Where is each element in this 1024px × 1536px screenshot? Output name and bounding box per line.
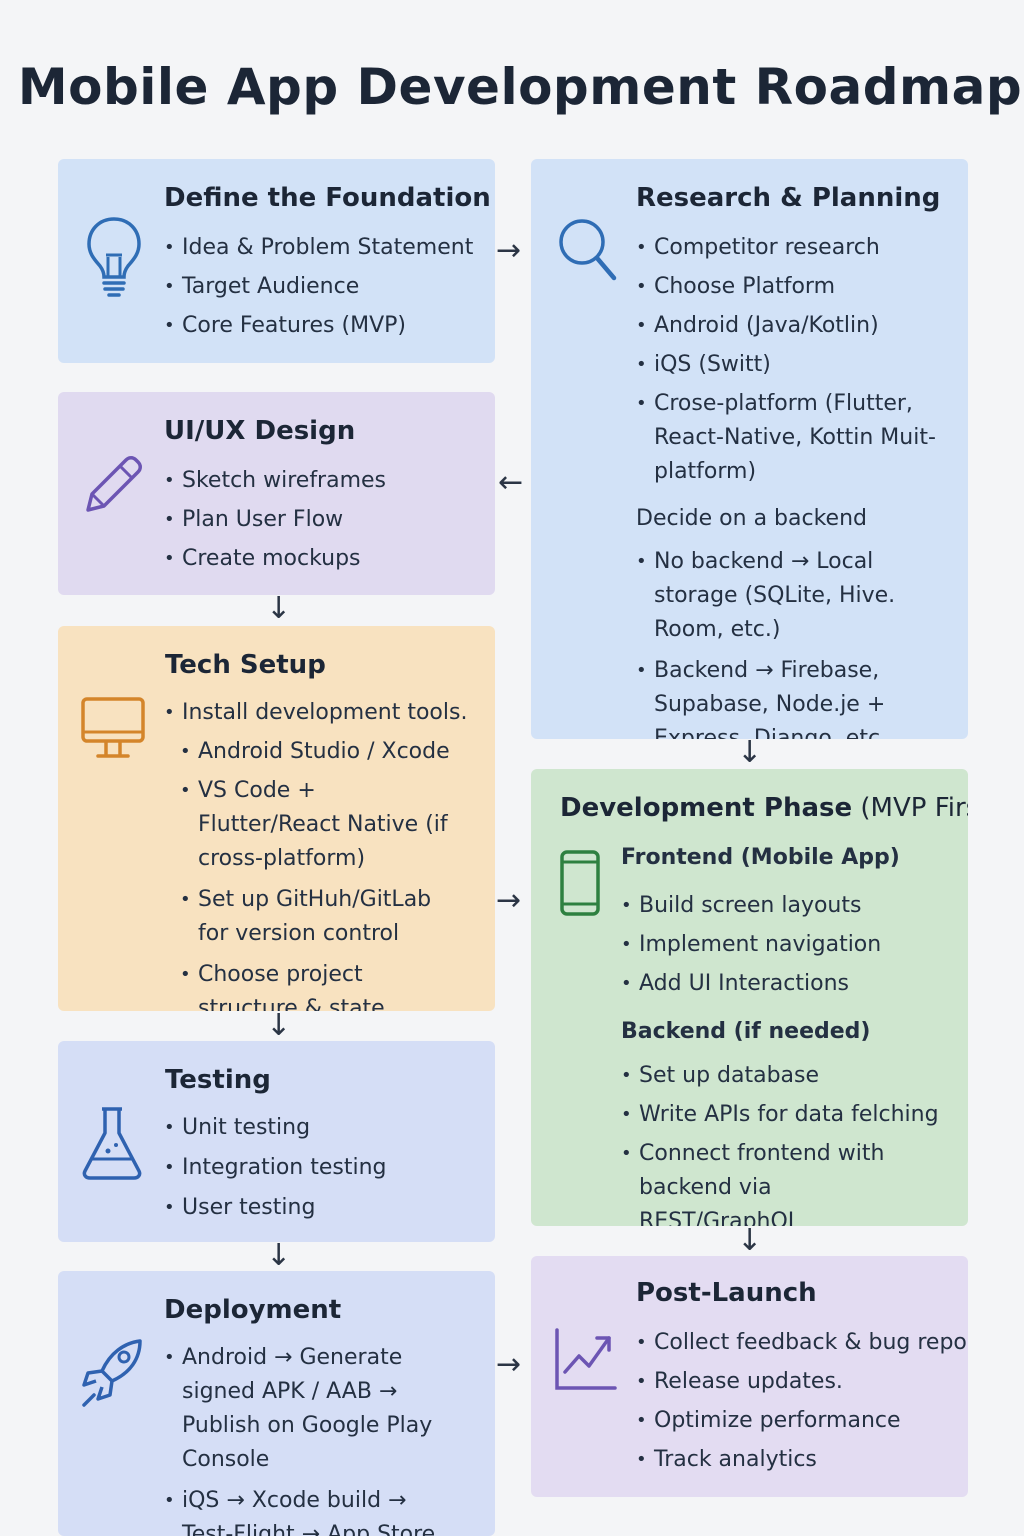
list-item: Track analytics <box>636 1443 968 1477</box>
arrow-right-icon: → <box>496 1347 522 1382</box>
card-list: Idea & Problem Statement Target Audience… <box>164 231 473 356</box>
list-item: Write APIs for data felching <box>621 1098 939 1132</box>
list-item: Optimize performance <box>636 1404 968 1438</box>
card-heading: Define the Foundation <box>164 183 491 213</box>
list-item: Core Features (MVP) <box>164 309 473 343</box>
arrow-right-icon: → <box>496 233 522 268</box>
list-item: Build screen layouts <box>621 889 881 923</box>
lightbulb-icon <box>87 217 141 297</box>
card-heading: Tech Setup <box>165 650 326 680</box>
arrow-left-icon: ← <box>498 465 524 500</box>
rocket-icon <box>82 1339 142 1407</box>
list-item: iQS → Xcode build → Test-Flight → App St… <box>164 1484 464 1536</box>
list-item: VS Code + Flutter/React Native (if cross… <box>180 774 464 876</box>
card-list: Build screen layouts Implement navigatio… <box>621 889 881 1014</box>
card-list: Unit testing Integration testing User te… <box>164 1111 387 1238</box>
page-title: Mobile App Development Roadmap <box>17 58 1023 116</box>
card-list: Sketch wireframes Plan User Flow Create … <box>164 464 386 589</box>
list-item: No backend → Local storage (SQLite, Hive… <box>636 545 956 647</box>
arrow-down-icon: ↓ <box>266 1008 292 1043</box>
list-item: Choose Platform <box>636 270 956 304</box>
arrow-down-icon: ↓ <box>737 1223 763 1258</box>
list-item: Integration testing <box>164 1151 387 1185</box>
list-item: Android → Generate signed APK / AAB → Pu… <box>164 1341 464 1477</box>
card-heading: Development Phase (MVP First) <box>560 793 968 823</box>
arrow-right-icon: → <box>496 883 522 918</box>
card-heading: Research & Planning <box>636 183 941 213</box>
chart-up-icon <box>555 1328 617 1390</box>
card-design: UI/UX Design Sketch wireframes Plan User… <box>58 392 495 595</box>
list-item: Target Audience <box>164 270 473 304</box>
frontend-subheading: Frontend (Mobile App) <box>621 845 900 870</box>
list-item: Collect feedback & bug reports <box>636 1326 968 1360</box>
arrow-down-icon: ↓ <box>266 1238 292 1273</box>
heading-main: Development Phase <box>560 793 853 823</box>
list-item: Add UI Interactions <box>621 967 881 1001</box>
list-item: Install development tools. <box>164 696 467 730</box>
list-item: Create mockups <box>164 542 386 576</box>
list-item: Set up GitHuh/GitLab for version control <box>180 883 438 951</box>
list-item: Android (Java/Kotlin) <box>636 309 956 343</box>
list-item: User testing <box>164 1191 387 1225</box>
card-heading: Post-Launch <box>636 1278 817 1308</box>
arrow-down-icon: ↓ <box>266 591 292 626</box>
list-item: Android Studio / Xcode <box>180 735 464 769</box>
pencil-icon <box>86 456 142 512</box>
flask-icon <box>82 1107 142 1180</box>
card-development: Development Phase (MVP First) Frontend (… <box>531 769 968 1226</box>
card-heading: Deployment <box>164 1295 342 1325</box>
list-item: Idea & Problem Statement <box>164 231 473 265</box>
card-tech: Tech Setup Install development tools. An… <box>58 626 495 1011</box>
card-testing: Testing Unit testing Integration testing… <box>58 1041 495 1242</box>
card-postlaunch: Post-Launch Collect feedback & bug repor… <box>531 1256 968 1497</box>
list-item: Unit testing <box>164 1111 387 1145</box>
card-list: Install development tools. Android Studi… <box>164 696 467 1011</box>
card-research: Research & Planning Competitor research … <box>531 159 968 739</box>
list-item: Release updates. <box>636 1365 968 1399</box>
card-list: No backend → Local storage (SQLite, Hive… <box>636 545 956 739</box>
list-item: Implement navigation <box>621 928 881 962</box>
list-item: Competitor research <box>636 231 956 265</box>
card-heading: Testing <box>165 1065 271 1095</box>
list-item: Plan User Flow <box>164 503 386 537</box>
list-item: Connect frontend with backend via REST/G… <box>621 1137 921 1226</box>
card-list: Set up database Write APIs for data felc… <box>621 1059 939 1226</box>
card-list: Competitor research Choose Platform Andr… <box>636 231 956 502</box>
card-list: Android → Generate signed APK / AAB → Pu… <box>164 1341 464 1536</box>
card-foundation: Define the Foundation Idea & Problem Sta… <box>58 159 495 363</box>
backend-subheading: Decide on a backend <box>636 506 867 531</box>
list-item: Crose-platform (Flutter, React-Native, K… <box>636 387 956 489</box>
list-item: iQS (Switt) <box>636 348 956 382</box>
monitor-icon <box>81 697 145 758</box>
card-deployment: Deployment Android → Generate signed APK… <box>58 1271 495 1536</box>
card-heading: UI/UX Design <box>164 416 356 446</box>
card-list: Collect feedback & bug reports Release u… <box>636 1326 968 1490</box>
heading-suffix: (MVP First) <box>860 793 968 823</box>
smartphone-icon <box>560 850 600 916</box>
list-item: Choose project structure & state managem… <box>180 958 464 1011</box>
list-item: Set up database <box>621 1059 921 1093</box>
list-item: Sketch wireframes <box>164 464 386 498</box>
arrow-down-icon: ↓ <box>737 735 763 770</box>
magnifier-icon <box>559 219 617 281</box>
list-item: Backend → Firebase, Supabase, Node.je + … <box>636 654 956 739</box>
backend-subheading: Backend (if needed) <box>621 1019 871 1044</box>
